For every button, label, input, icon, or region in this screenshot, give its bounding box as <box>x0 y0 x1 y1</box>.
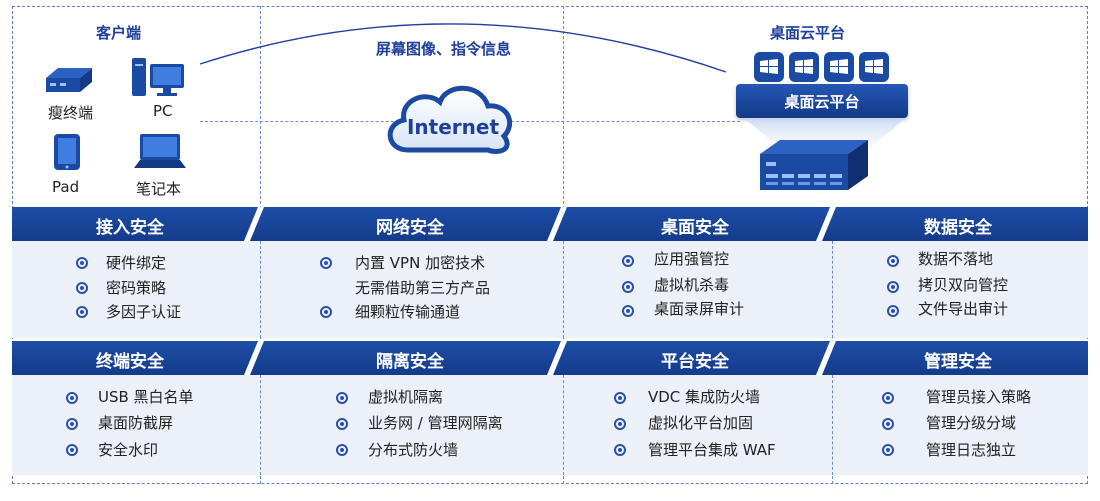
list-item: 管理平台集成 WAF <box>648 441 776 459</box>
panel-divider <box>260 375 261 475</box>
row-2-panel <box>12 375 1088 475</box>
bullet-icon <box>76 282 88 294</box>
bullet-icon <box>882 418 894 430</box>
bullet-icon <box>320 306 332 318</box>
bullet-icon <box>66 418 78 430</box>
list-item: 虚拟机杀毒 <box>654 276 730 294</box>
client-title: 客户端 <box>96 24 142 42</box>
list-item: 文件导出审计 <box>918 300 1009 318</box>
panel-divider <box>260 241 261 338</box>
windows-logo-icon <box>754 52 784 82</box>
list-item: 拷贝双向管控 <box>918 276 1009 294</box>
list-item: 管理员接入策略 <box>926 388 1032 406</box>
windows-logo-icon <box>859 52 889 82</box>
windows-logo-icon <box>789 52 819 82</box>
list-item: 硬件绑定 <box>106 254 167 272</box>
section-title-network: 网络安全 <box>376 218 444 238</box>
bullet-icon <box>336 418 348 430</box>
list-item: 应用强管控 <box>654 250 730 268</box>
bullet-icon <box>76 257 88 269</box>
platform-title: 桌面云平台 <box>770 24 846 42</box>
internet-label: Internet <box>406 115 500 139</box>
laptop-icon <box>134 134 186 168</box>
section-title-isolation: 隔离安全 <box>376 352 444 372</box>
list-item: VDC 集成防火墙 <box>648 388 761 406</box>
platform-bar-label: 桌面云平台 <box>784 92 860 111</box>
device-label-pad: Pad <box>52 178 80 196</box>
device-label-laptop: 笔记本 <box>136 180 182 198</box>
bullet-icon <box>66 392 78 404</box>
section-title-access: 接入安全 <box>96 218 164 238</box>
bullet-icon <box>336 444 348 456</box>
internet-cloud-icon <box>387 85 512 154</box>
pc-icon <box>132 58 184 96</box>
panel-divider <box>832 375 833 475</box>
list-item: 虚拟机隔离 <box>368 388 444 406</box>
list-item: 数据不落地 <box>918 250 994 268</box>
list-item: 密码策略 <box>106 279 167 297</box>
bullet-icon <box>336 392 348 404</box>
bullet-icon <box>887 255 899 267</box>
list-item: 细颗粒传输通道 <box>355 303 461 321</box>
pad-icon <box>54 134 80 170</box>
section-title-terminal: 终端安全 <box>96 352 164 372</box>
section-title-platform: 平台安全 <box>661 352 729 372</box>
device-label-thin-client: 瘦终端 <box>48 104 94 122</box>
list-item: 管理日志独立 <box>926 441 1017 459</box>
bullet-icon <box>887 281 899 293</box>
bullet-icon <box>622 281 634 293</box>
bullet-icon <box>66 444 78 456</box>
signal-arc <box>199 23 727 73</box>
list-item: 分布式防火墙 <box>368 441 459 459</box>
bullet-icon <box>614 444 626 456</box>
panel-divider <box>563 375 564 475</box>
list-item: 虚拟化平台加固 <box>648 414 754 432</box>
bullet-icon <box>887 305 899 317</box>
section-title-management: 管理安全 <box>924 352 992 372</box>
bullet-icon <box>614 418 626 430</box>
bullet-icon <box>622 255 634 267</box>
row-1-panel <box>12 241 1088 338</box>
panel-divider <box>563 241 564 338</box>
list-item: 桌面防截屏 <box>98 414 174 432</box>
bullet-icon <box>882 444 894 456</box>
bullet-icon <box>622 305 634 317</box>
device-label-pc: PC <box>153 102 173 120</box>
server-icon <box>760 140 868 190</box>
band-separators-row-2 <box>244 341 836 375</box>
bullet-icon <box>320 257 332 269</box>
channel-title: 屏幕图像、指令信息 <box>376 40 512 58</box>
list-item: 内置 VPN 加密技术 <box>355 254 486 272</box>
list-item: 安全水印 <box>98 441 159 459</box>
list-item: 管理分级分域 <box>926 414 1017 432</box>
bullet-icon <box>614 392 626 404</box>
section-title-desktop: 桌面安全 <box>661 218 729 238</box>
list-item: 桌面录屏审计 <box>654 300 745 318</box>
panel-divider <box>832 241 833 338</box>
list-item: 业务网 / 管理网隔离 <box>368 414 503 432</box>
bullet-icon <box>76 306 88 318</box>
list-item: 多因子认证 <box>106 303 182 321</box>
bullet-icon <box>882 392 894 404</box>
section-title-data: 数据安全 <box>924 218 992 238</box>
list-item: 无需借助第三方产品 <box>355 279 491 297</box>
thin-client-icon <box>46 68 92 92</box>
windows-logo-icon <box>824 52 854 82</box>
band-separators-row-1 <box>244 207 836 241</box>
list-item: USB 黑白名单 <box>98 388 194 406</box>
platform-bar: 桌面云平台 <box>736 84 908 118</box>
